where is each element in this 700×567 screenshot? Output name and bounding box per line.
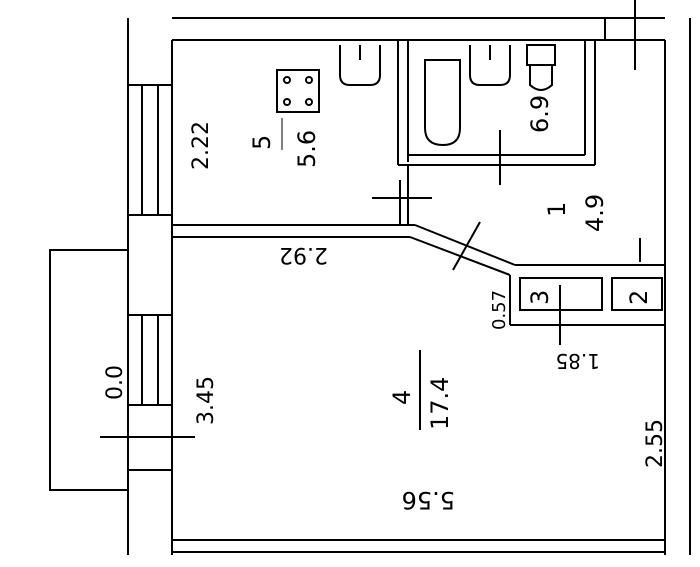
room-5-number: 5	[248, 135, 276, 150]
room-2-number: 2	[625, 290, 653, 305]
room-4-area: 17.4	[426, 377, 454, 430]
room-5-area: 5.6	[293, 130, 321, 168]
room-3-number: 3	[526, 290, 554, 305]
fixtures	[276, 44, 663, 345]
windows	[127, 84, 173, 471]
dim-kitchen-width: 2.22	[189, 121, 214, 170]
dim-corridor: 2.92	[279, 242, 328, 267]
dim-room-bottom: 5.56	[402, 486, 455, 514]
walls	[127, 0, 691, 555]
dim-niche: 1.85	[555, 349, 600, 373]
dimension-labels: 2.22 3.45 2.92 5.56 2.55 1.85 0.57 0.0	[103, 121, 668, 514]
room-4-number: 4	[388, 390, 416, 405]
room-6-area: 6.9	[526, 95, 554, 133]
dim-gap: 0.57	[489, 290, 510, 330]
room-1-area: 4.9	[581, 194, 609, 232]
room-1-number: 1	[543, 202, 571, 217]
dim-window-wall: 3.45	[194, 376, 219, 425]
dim-balcony: 0.0	[103, 365, 128, 400]
room-labels: 5 5.6 6.9 1 4.9 3 2 4 17.4	[248, 95, 653, 430]
dim-right-wall: 2.55	[643, 419, 668, 468]
balcony	[49, 249, 195, 491]
